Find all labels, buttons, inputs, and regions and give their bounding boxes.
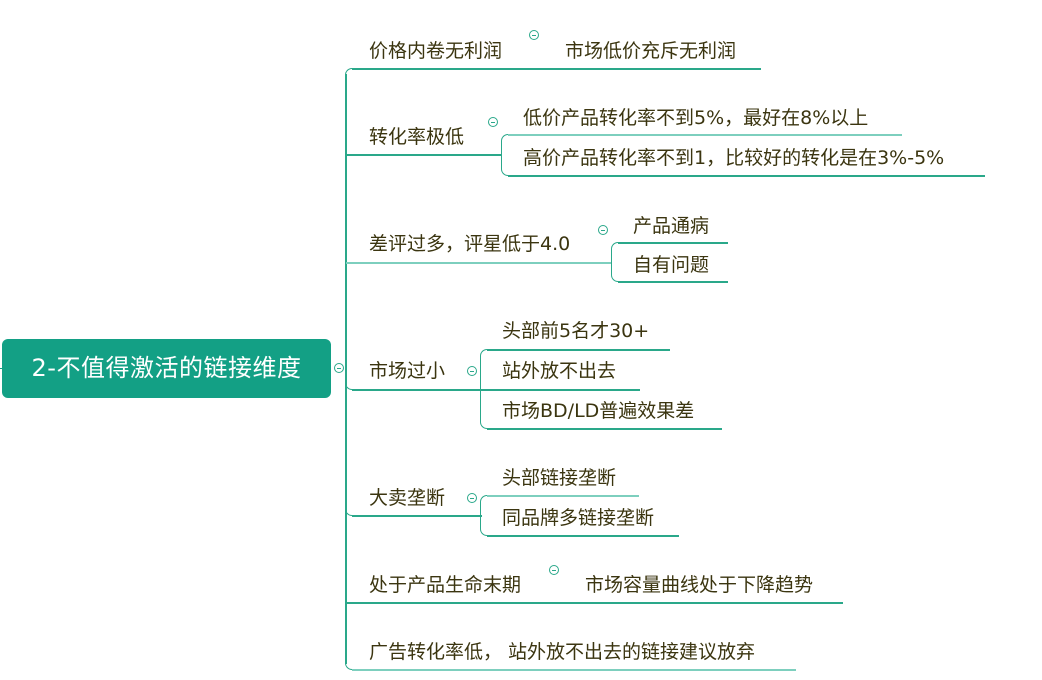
leaf-underline [508,175,985,177]
spine-top-corner [345,68,357,80]
leaf-node[interactable]: 高价产品转化率不到1，比较好的转化是在3%-5% [523,147,945,169]
branch-underline [352,669,796,671]
branch-corner [345,378,357,390]
branch-low-conversion[interactable]: 转化率极低 [369,126,465,148]
main-spine-line [345,74,347,664]
leaf-node[interactable]: 头部前5名才30+ [502,320,650,342]
branch-collapse-icon[interactable] [488,117,498,127]
branch-underline [352,515,482,517]
leaf-underline [487,428,722,430]
leaf-node[interactable]: 头部链接垄断 [502,467,617,489]
leaf-underline [508,134,902,136]
branch-low-ad-conversion[interactable]: 广告转化率低， 站外放不出去的链接建议放弃 [369,641,756,663]
leaf-underline [482,389,640,391]
branch-underline [346,262,612,264]
leaf-node[interactable]: 自有问题 [633,254,710,276]
leaf-node[interactable]: 站外放不出去 [502,360,617,382]
branch-underline [346,154,502,156]
leaf-underline [487,535,679,537]
branch-small-market[interactable]: 市场过小 [369,360,446,382]
root-topic-label: 2-不值得激活的链接维度 [31,354,302,382]
leaf-underline [618,281,728,283]
branch-product-end-of-life[interactable]: 处于产品生命末期 [369,574,522,596]
leaf-node[interactable]: 产品通病 [633,215,710,237]
leaf-underline [487,349,670,351]
branch-collapse-icon[interactable] [529,30,539,40]
leaf-node[interactable]: 低价产品转化率不到5%，最好在8%以上 [523,107,869,129]
leaf-underline [618,242,728,244]
branch-collapse-icon[interactable] [467,366,477,376]
branch-underline [352,68,761,70]
child-bracket [480,495,490,536]
spine-bottom-corner [345,658,357,670]
root-left-connector [0,368,3,369]
branch-bad-reviews[interactable]: 差评过多，评星低于4.0 [369,233,571,255]
leaf-node[interactable]: 市场容量曲线处于下降趋势 [585,574,814,596]
branch-collapse-icon[interactable] [467,493,477,503]
root-topic[interactable]: 2-不值得激活的链接维度 [2,339,331,398]
branch-big-seller-monopoly[interactable]: 大卖垄断 [369,487,446,509]
child-bracket [501,134,511,176]
root-collapse-icon[interactable] [334,363,344,373]
leaf-node[interactable]: 市场BD/LD普遍效果差 [502,400,695,422]
branch-collapse-icon[interactable] [598,225,608,235]
branch-underline [352,389,482,391]
branch-collapse-icon[interactable] [549,565,559,575]
leaf-node[interactable]: 同品牌多链接垄断 [502,507,655,529]
branch-underline [346,602,843,604]
leaf-node[interactable]: 市场低价充斥无利润 [565,40,737,62]
branch-corner [345,504,357,516]
child-bracket [480,349,490,429]
branch-label: 价格内卷无利润 [369,40,503,62]
leaf-underline [487,495,639,497]
child-bracket [611,242,621,282]
